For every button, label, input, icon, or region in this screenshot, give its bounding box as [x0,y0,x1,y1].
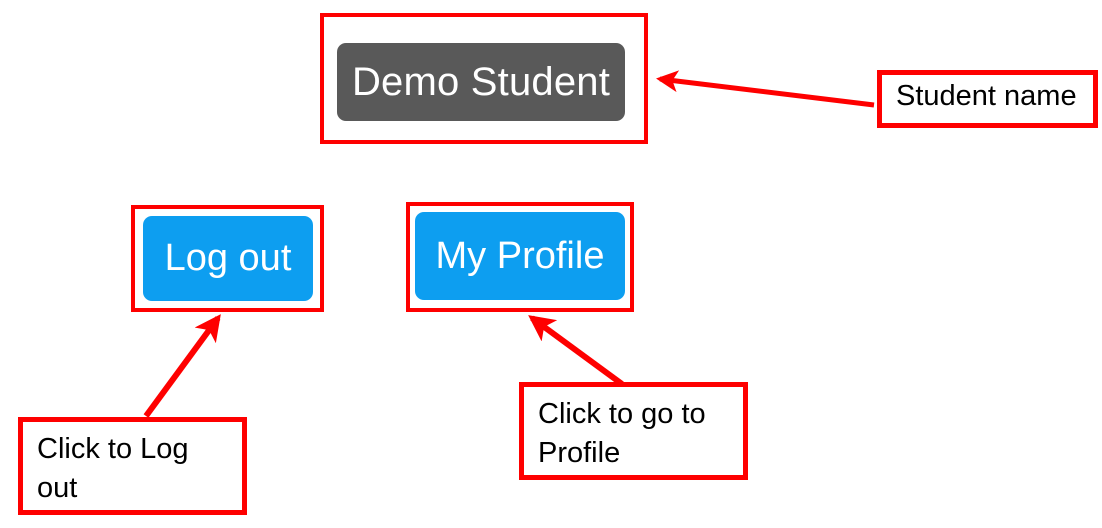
arrow-logout [143,314,221,418]
student-name-button[interactable]: Demo Student [337,43,625,121]
callout-logout-line1: Click to Log [37,433,189,465]
callout-my-profile: Click to go to Profile [519,382,748,480]
my-profile-button[interactable]: My Profile [415,212,625,300]
logout-button[interactable]: Log out [143,216,313,301]
callout-student-name-line1: Student name [896,80,1077,113]
highlight-box-my-profile [406,202,634,312]
callout-logout: Click to Log out [18,417,247,515]
callout-student-name: Student name [877,70,1098,128]
arrow-student-name [656,70,875,108]
highlight-box-student-name [320,13,648,144]
arrow-my-profile [528,315,624,387]
callout-logout-line2: out [37,472,78,505]
callout-my-profile-line1: Click to go to [538,398,706,430]
callout-my-profile-line2: Profile [538,437,621,470]
highlight-box-logout [131,205,324,312]
